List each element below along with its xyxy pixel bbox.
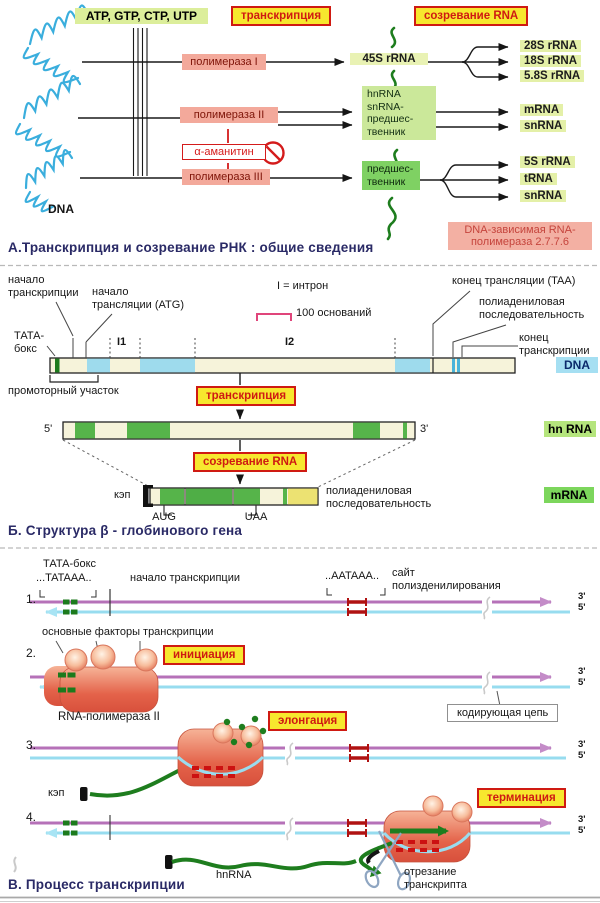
- polymerase-elongation: [176, 715, 267, 787]
- product-18s: 18S rRNA: [520, 55, 582, 67]
- row1-strands: [30, 588, 570, 620]
- initiation-box: инициация: [163, 645, 246, 665]
- cap-mark: [80, 787, 88, 801]
- tata-seq: ...TATAAA..: [36, 572, 92, 584]
- aug-label: AUG: [152, 511, 176, 523]
- product-58s: 5.8S rRNA: [520, 70, 585, 82]
- gene-bar-leaders: [46, 290, 518, 358]
- intron-1-label: I1: [117, 336, 127, 348]
- three-prime-r2: 3': [578, 666, 586, 677]
- hnrna-label: hnRNA: [216, 869, 252, 881]
- polymerase-initiation: [44, 644, 159, 713]
- scissors-icon: [364, 830, 412, 891]
- tata-label-c: ТАТА-бокс: [43, 558, 97, 570]
- promoter-bracket: [49, 375, 99, 383]
- factors-label: основные факторы транскрипции: [42, 626, 214, 638]
- product-trna: tRNA: [520, 173, 557, 185]
- uaa-label: UAA: [244, 511, 268, 523]
- mrna-tag: mRNA: [544, 487, 594, 503]
- cap-label-b: кэп: [114, 489, 131, 501]
- hnrna-strand: [13, 855, 357, 873]
- intron-2-label: I2: [285, 336, 295, 348]
- gene-bar: [49, 357, 516, 374]
- tata-box-mark: [55, 358, 60, 373]
- enzyme-box: DNA-зависимая RNA- полимераза 2.7.7.6: [448, 222, 592, 250]
- maturation-box-b: созревание RNA: [193, 452, 308, 472]
- polymerase-2-box: полимераза II: [180, 107, 278, 123]
- start-transcription-c: начало транскрипции: [130, 572, 240, 584]
- three-prime-r3: 3': [578, 739, 586, 750]
- transcription-box-b: транскрипция: [196, 386, 297, 406]
- three-prime-hnrna: 3': [420, 423, 429, 435]
- dna-helix-icon: [14, 4, 90, 213]
- polya-label: полиадениловая последовательность: [479, 296, 585, 321]
- polymerase-1-box: полимераза I: [182, 54, 266, 70]
- dna-label: DNA: [48, 202, 74, 216]
- product-5s: 5S rRNA: [520, 156, 575, 168]
- pol3-product-box: предшес- твенник: [362, 161, 420, 191]
- aataaa-marks: [347, 598, 367, 616]
- five-prime-r2: 5': [578, 677, 586, 688]
- start-translation-label: начало трансляции (ATG): [92, 286, 184, 311]
- dna-tag: DNA: [556, 357, 598, 373]
- elongation-box: элонгация: [268, 711, 348, 731]
- coding-strand-pointer: [496, 690, 501, 707]
- cutting-label: отрезание транскрипта: [404, 866, 467, 891]
- termination-box: терминация: [477, 788, 566, 808]
- step-3: 3.: [26, 738, 37, 752]
- step-2: 2.: [26, 646, 37, 660]
- pairing-marks: [192, 766, 235, 778]
- cap-label-c: кэп: [48, 787, 65, 799]
- five-prime-hnrna: 5': [44, 423, 53, 435]
- polymerase-termination: [382, 795, 473, 863]
- mrna-bar: [143, 485, 319, 516]
- hnrna-bar: [62, 421, 416, 440]
- maturation-box-a: созревание RNA: [414, 6, 529, 26]
- three-prime-r1: 3': [578, 591, 586, 602]
- nucleotide-dots: [223, 715, 267, 749]
- product-snrna-2: snRNA: [520, 190, 567, 202]
- cap-mark: [165, 855, 173, 869]
- three-prime-r4: 3': [578, 814, 586, 825]
- promoter-label: промоторный участок: [8, 385, 119, 397]
- step-1: 1.: [26, 592, 37, 606]
- ntp-feed-lines: [132, 28, 148, 176]
- polymerase-3-box: полимераза III: [182, 169, 270, 185]
- section-a-lines: [78, 43, 509, 201]
- caption-a: А.Транскрипция и созревание РНК : общие …: [8, 240, 374, 255]
- product-snrna: snRNA: [520, 120, 567, 132]
- row4-strands: [30, 815, 570, 841]
- polya-site-label: сайт полизденилирования: [392, 567, 501, 592]
- pol2-product-box: hnRNA snRNA- предшес- твенник: [362, 86, 436, 141]
- scale-legend: 100 оснований: [296, 307, 372, 319]
- scale-bracket: [256, 313, 292, 321]
- hnrna-tag: hn RNA: [544, 421, 596, 437]
- polymerase-label: RNA-полимераза II: [58, 711, 160, 723]
- product-45s: 45S rRNA: [350, 53, 428, 65]
- product-28s: 28S rRNA: [520, 40, 582, 52]
- aataaa-seq: ..AATAAA..: [325, 570, 379, 582]
- five-prime-r3: 5': [578, 750, 586, 761]
- product-mrna: mRNA: [520, 104, 564, 116]
- step-4: 4.: [26, 810, 37, 824]
- intron-legend: I = интрон: [277, 280, 329, 292]
- five-prime-r1: 5': [578, 602, 586, 613]
- ntp-label: ATP, GTP, CTP, UTP: [75, 8, 208, 24]
- row3-strands: [30, 742, 566, 766]
- coding-strand-box: кодирующая цепь: [447, 704, 559, 722]
- start-transcription-label: начало транскрипции: [8, 274, 79, 299]
- transcription-box-a: транскрипция: [231, 6, 332, 26]
- end-translation-label: конец трансляции (TAA): [452, 275, 576, 287]
- polya-label-2: полиадениловая последовательность: [326, 485, 432, 510]
- amanitin-box: α-аманитин: [182, 144, 266, 160]
- splice-guides: [62, 439, 416, 488]
- five-prime-r4: 5': [578, 825, 586, 836]
- cap-mark: [143, 485, 153, 507]
- end-transcription-label: конец транскрипции: [519, 332, 590, 357]
- caption-b: Б. Структура β - глобинового гена: [8, 523, 243, 538]
- caption-c: В. Процесс транскрипции: [8, 877, 185, 892]
- tata-box-label: ТАТА- бокс: [14, 330, 45, 355]
